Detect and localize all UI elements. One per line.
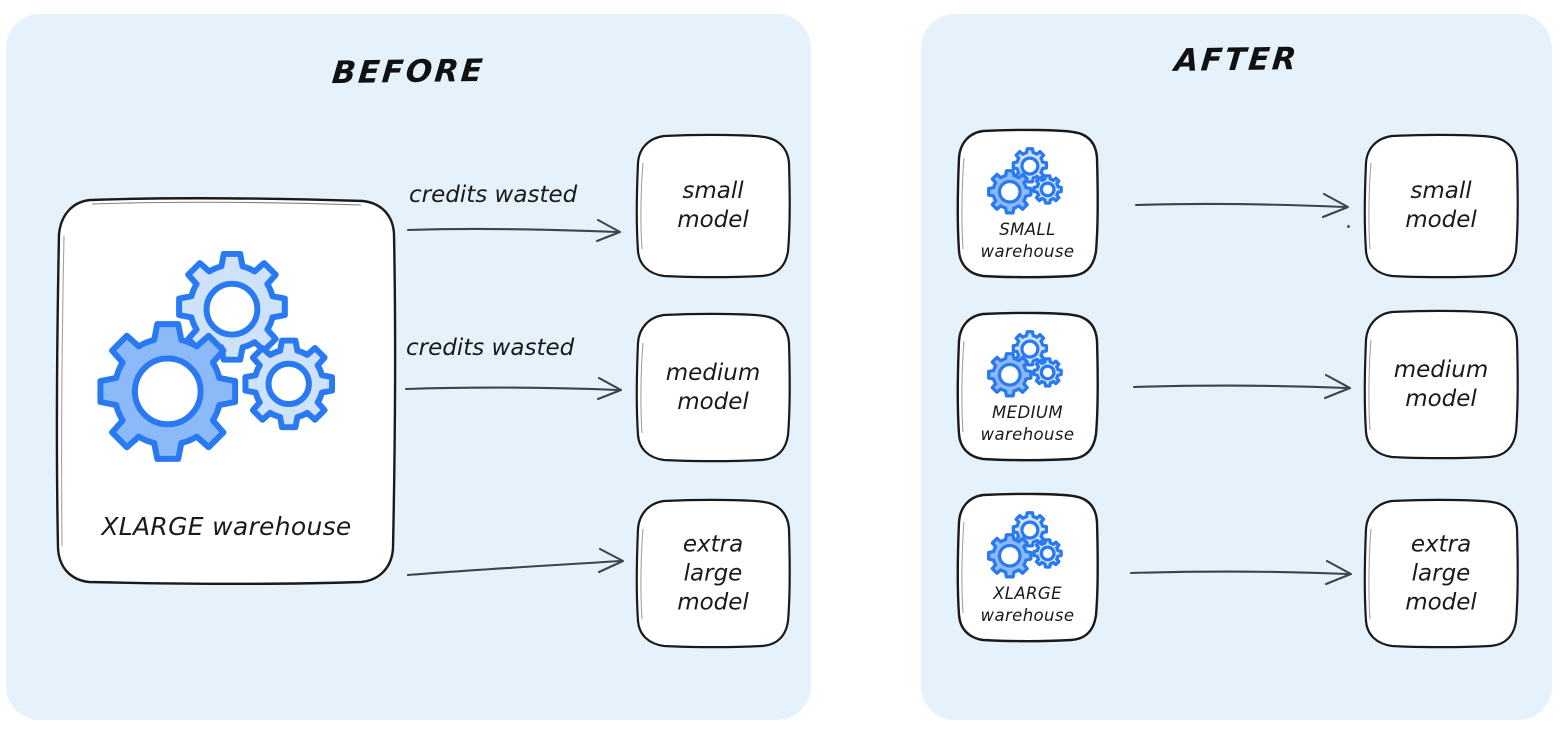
gears-icon: [986, 145, 1070, 217]
arrow-before-xlarge: [406, 547, 625, 577]
hand-drawn-box-outline: [635, 312, 791, 463]
stray-dot-mark: [1347, 225, 1350, 228]
hand-drawn-box-outline: [635, 498, 791, 649]
warehouse-card-xlarge-before[interactable]: XLARGE warehouse: [55, 196, 397, 586]
arrow-before-small: [406, 218, 622, 243]
arrow-before-medium: [404, 376, 623, 401]
arrow-after-xlarge: [1129, 559, 1353, 586]
hand-drawn-box-outline: [1363, 498, 1519, 649]
gears-icon: [986, 328, 1070, 400]
hand-drawn-box-outline: [1363, 133, 1519, 279]
arrow-after-medium: [1132, 373, 1352, 400]
hand-drawn-box-outline: [1363, 309, 1519, 460]
gears-icon: [97, 242, 352, 472]
arrow-label-credits-wasted-1: credits wasted: [409, 182, 578, 208]
hand-drawn-box-outline: [635, 133, 791, 279]
arrow-after-small: [1134, 192, 1350, 219]
gears-icon: [986, 509, 1070, 581]
arrow-label-credits-wasted-2: credits wasted: [406, 335, 575, 361]
